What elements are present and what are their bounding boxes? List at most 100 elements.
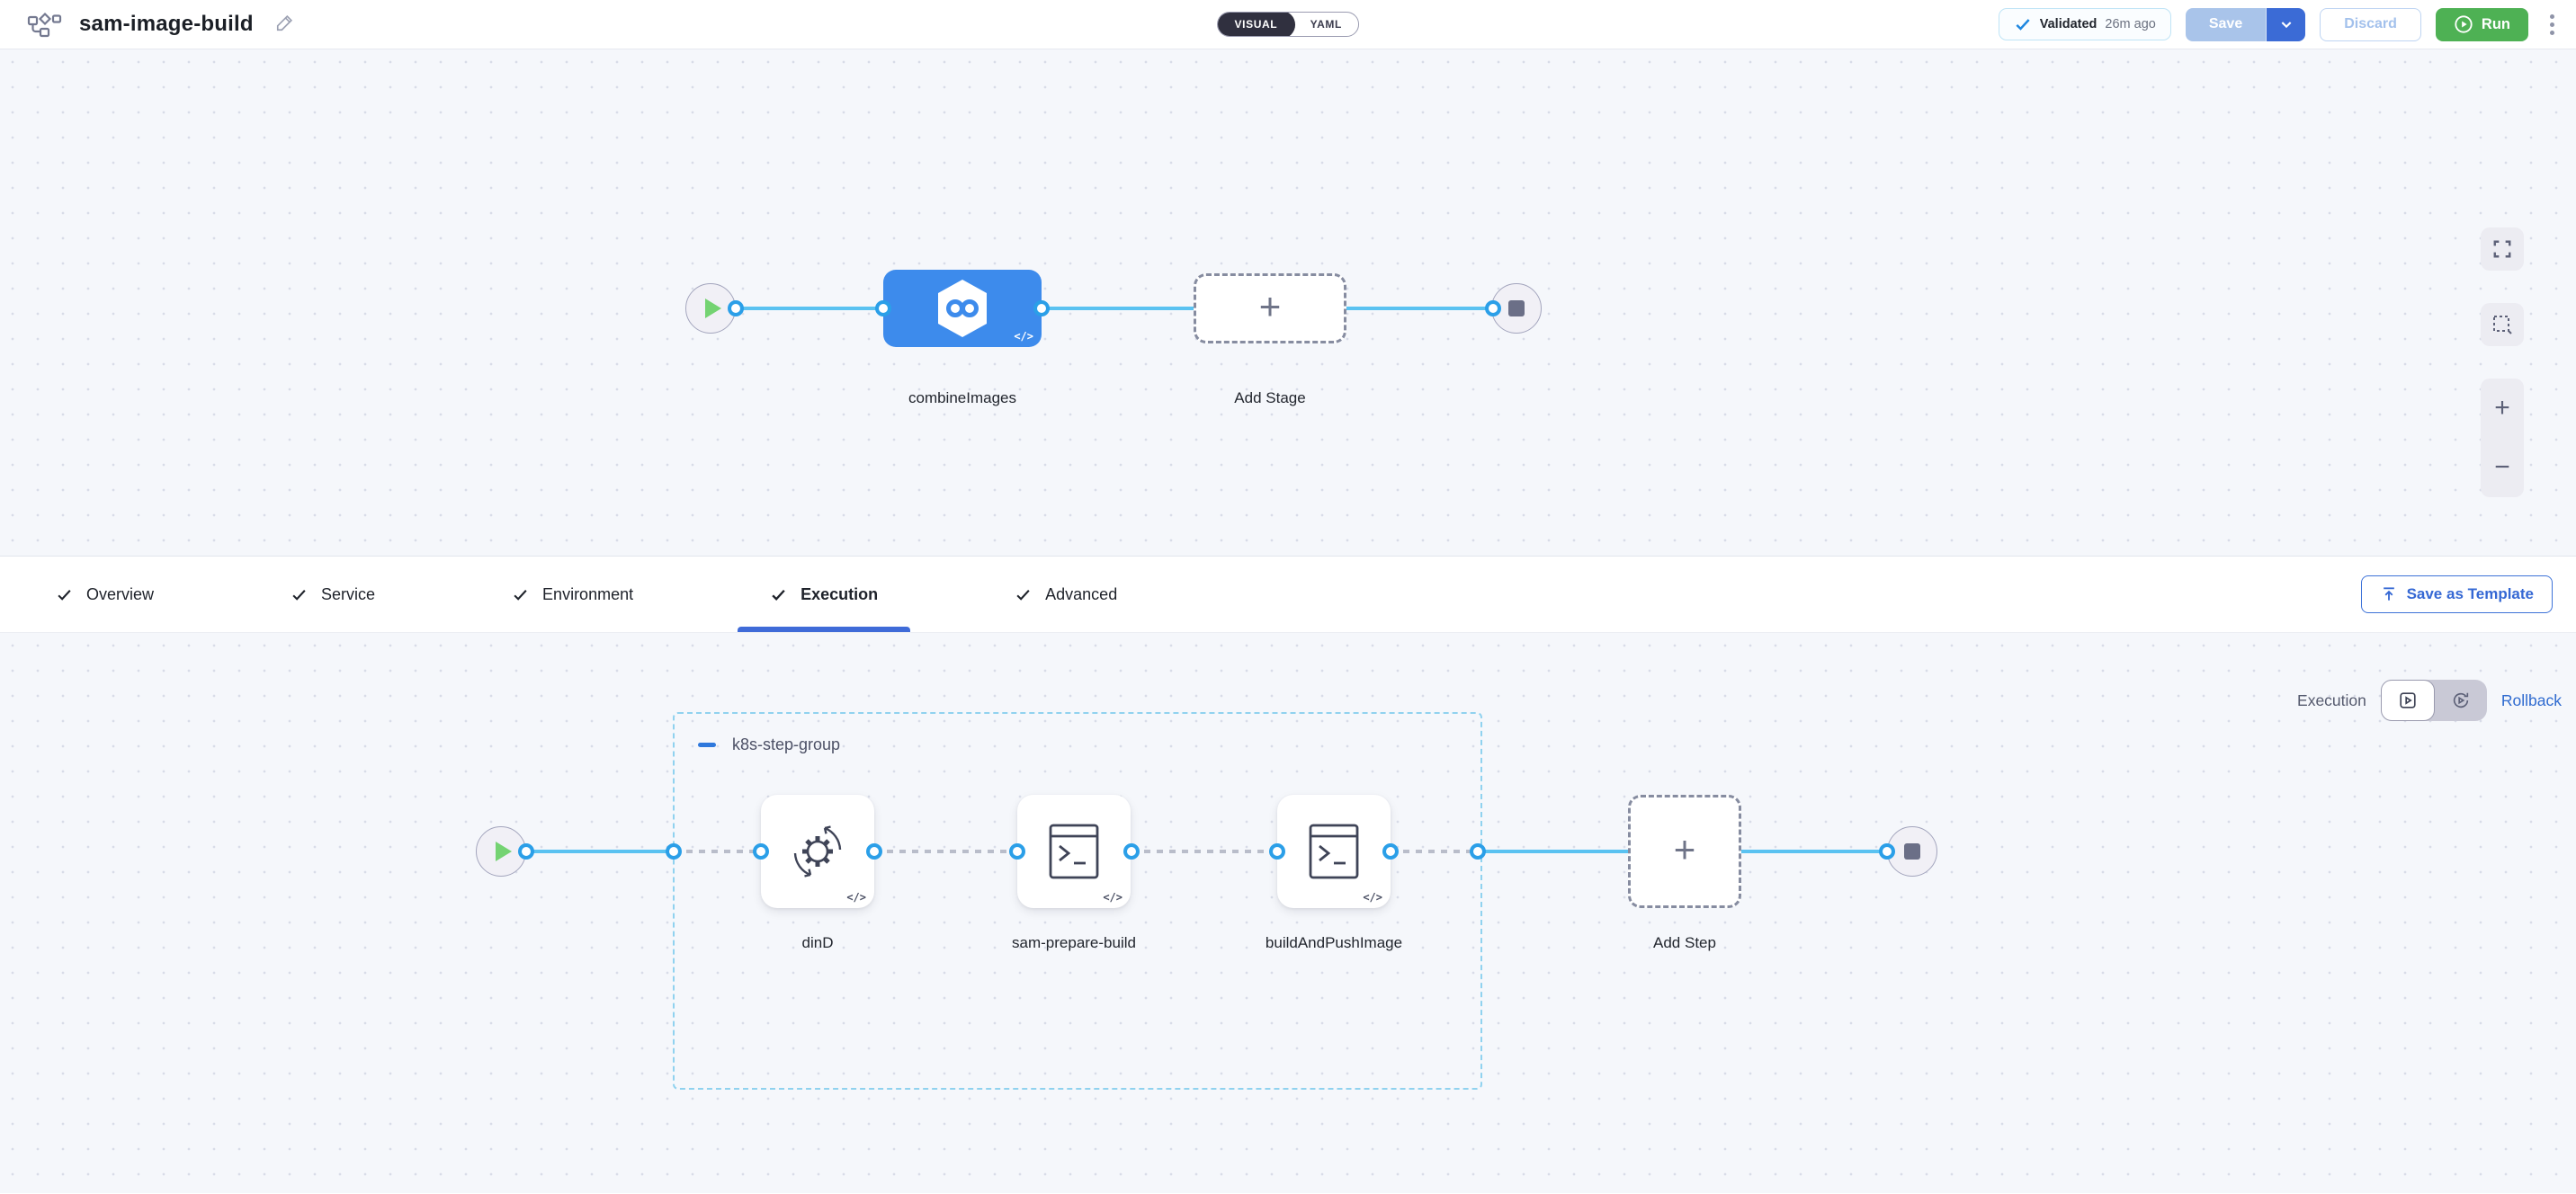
- rollback-label[interactable]: Rollback: [2500, 691, 2562, 709]
- connector-port[interactable]: [753, 843, 769, 860]
- rollback-icon: [2453, 692, 2469, 708]
- execution-canvas[interactable]: Execution Rollback: [0, 633, 2576, 1193]
- connector-port[interactable]: [728, 300, 744, 316]
- save-as-template-button[interactable]: Save as Template: [2360, 575, 2553, 613]
- add-stage-button[interactable]: +: [1194, 273, 1346, 343]
- step-group-k8s[interactable]: k8s-step-group: [673, 712, 1482, 1090]
- tab-environment[interactable]: Environment: [479, 557, 666, 632]
- validated-label: Validated: [2039, 17, 2097, 31]
- marquee-select-icon: [2493, 316, 2512, 334]
- exec-wire-dashed: [1391, 850, 1478, 853]
- stage-label: combineImages: [908, 389, 1016, 406]
- start-play-icon: [704, 298, 721, 318]
- validated-badge[interactable]: Validated 26m ago: [1998, 8, 2171, 40]
- toggle-yaml[interactable]: YAML: [1310, 18, 1342, 31]
- execution-end-node: [1887, 826, 1937, 877]
- canvas-controls: + −: [2481, 227, 2524, 497]
- pipeline-icon: [27, 11, 63, 38]
- step-label: sam-prepare-build: [1012, 934, 1136, 951]
- start-play-icon: [495, 842, 512, 861]
- execution-steps-icon: [2400, 692, 2416, 708]
- rollback-mode-button[interactable]: [2435, 680, 2487, 721]
- stage-code-icon[interactable]: </>: [1014, 330, 1033, 343]
- edit-title-icon[interactable]: [275, 13, 295, 37]
- connector-port[interactable]: [1123, 843, 1140, 860]
- step-code-icon[interactable]: </>: [1363, 891, 1382, 904]
- connector-port[interactable]: [1382, 843, 1399, 860]
- step-code-icon[interactable]: </>: [846, 891, 866, 904]
- zoom-out-button[interactable]: −: [2481, 438, 2524, 497]
- step-label: dinD: [801, 934, 834, 951]
- stage-wire: [736, 307, 1493, 310]
- collapse-group-icon[interactable]: [698, 743, 716, 747]
- step-node-dind[interactable]: </>: [761, 795, 874, 908]
- validated-time: 26m ago: [2105, 17, 2156, 31]
- upload-icon: [2383, 587, 2394, 601]
- fullscreen-icon: [2493, 240, 2511, 258]
- connector-port[interactable]: [1269, 843, 1285, 860]
- connector-port[interactable]: [875, 300, 891, 316]
- save-split-button: Save: [2185, 7, 2306, 41]
- check-icon: [292, 589, 306, 601]
- stop-icon: [1904, 843, 1920, 860]
- check-icon: [772, 589, 785, 601]
- zoom-in-button[interactable]: +: [2481, 379, 2524, 438]
- exec-wire-dashed: [674, 850, 761, 853]
- tab-service[interactable]: Service: [258, 557, 407, 632]
- connector-port[interactable]: [666, 843, 682, 860]
- run-script-icon: [1309, 824, 1359, 879]
- execution-start-node: [476, 826, 526, 877]
- connector-port[interactable]: [518, 843, 534, 860]
- connector-port[interactable]: [1879, 843, 1895, 860]
- connector-port[interactable]: [1485, 300, 1501, 316]
- plus-icon: +: [1258, 285, 1282, 327]
- step-node-buildandpushimage[interactable]: </>: [1277, 795, 1391, 908]
- exec-wire-dashed: [874, 850, 1017, 853]
- page-title: sam-image-build: [79, 12, 254, 36]
- add-step-button[interactable]: +: [1628, 795, 1741, 908]
- execution-mode-button[interactable]: [2380, 680, 2435, 721]
- save-button[interactable]: Save: [2185, 7, 2267, 41]
- step-code-icon[interactable]: </>: [1103, 891, 1123, 904]
- step-label: buildAndPushImage: [1265, 934, 1403, 951]
- discard-button[interactable]: Discard: [2320, 7, 2421, 41]
- exec-wire-dashed: [1131, 850, 1277, 853]
- exec-wire: [1741, 850, 1887, 853]
- visual-yaml-toggle: VISUAL YAML: [1217, 12, 1359, 37]
- add-stage-label: Add Stage: [1234, 389, 1306, 406]
- stage-canvas[interactable]: </> + combineImages Add Stage: [0, 49, 2576, 556]
- fullscreen-button[interactable]: [2481, 227, 2524, 271]
- step-group-label: k8s-step-group: [732, 735, 841, 753]
- connector-port[interactable]: [866, 843, 882, 860]
- step-node-sam-prepare-build[interactable]: </>: [1017, 795, 1131, 908]
- stage-chained-pipeline-icon: [938, 280, 987, 337]
- check-icon: [1016, 589, 1030, 601]
- zoom-controls: + −: [2481, 379, 2524, 497]
- stage-config-tabbar: Overview Service Environment Execution A…: [0, 556, 2576, 633]
- tab-overview[interactable]: Overview: [23, 557, 186, 632]
- add-step-label: Add Step: [1653, 934, 1716, 951]
- plus-icon: +: [1673, 828, 1696, 870]
- more-options-menu[interactable]: [2543, 9, 2562, 40]
- check-icon: [514, 589, 527, 601]
- toggle-visual[interactable]: VISUAL: [1218, 13, 1296, 36]
- run-play-icon: [2455, 15, 2473, 33]
- run-button[interactable]: Run: [2435, 7, 2528, 41]
- tab-execution[interactable]: Execution: [738, 557, 911, 632]
- execution-mode-label: Execution: [2297, 691, 2366, 709]
- tab-advanced[interactable]: Advanced: [982, 557, 1149, 632]
- exec-wire: [1478, 850, 1628, 853]
- run-script-icon: [1049, 824, 1099, 879]
- select-region-button[interactable]: [2481, 303, 2524, 346]
- stop-icon: [1508, 300, 1525, 316]
- connector-port[interactable]: [1009, 843, 1025, 860]
- stage-node-combineimages[interactable]: </>: [883, 270, 1042, 347]
- connector-port[interactable]: [1470, 843, 1486, 860]
- save-options-button[interactable]: [2266, 7, 2306, 41]
- chevron-down-icon: [2281, 22, 2292, 29]
- connector-port[interactable]: [1033, 300, 1050, 316]
- exec-wire: [526, 850, 674, 853]
- background-service-icon: [793, 825, 842, 878]
- header: sam-image-build VISUAL YAML Validated 26…: [0, 0, 2576, 49]
